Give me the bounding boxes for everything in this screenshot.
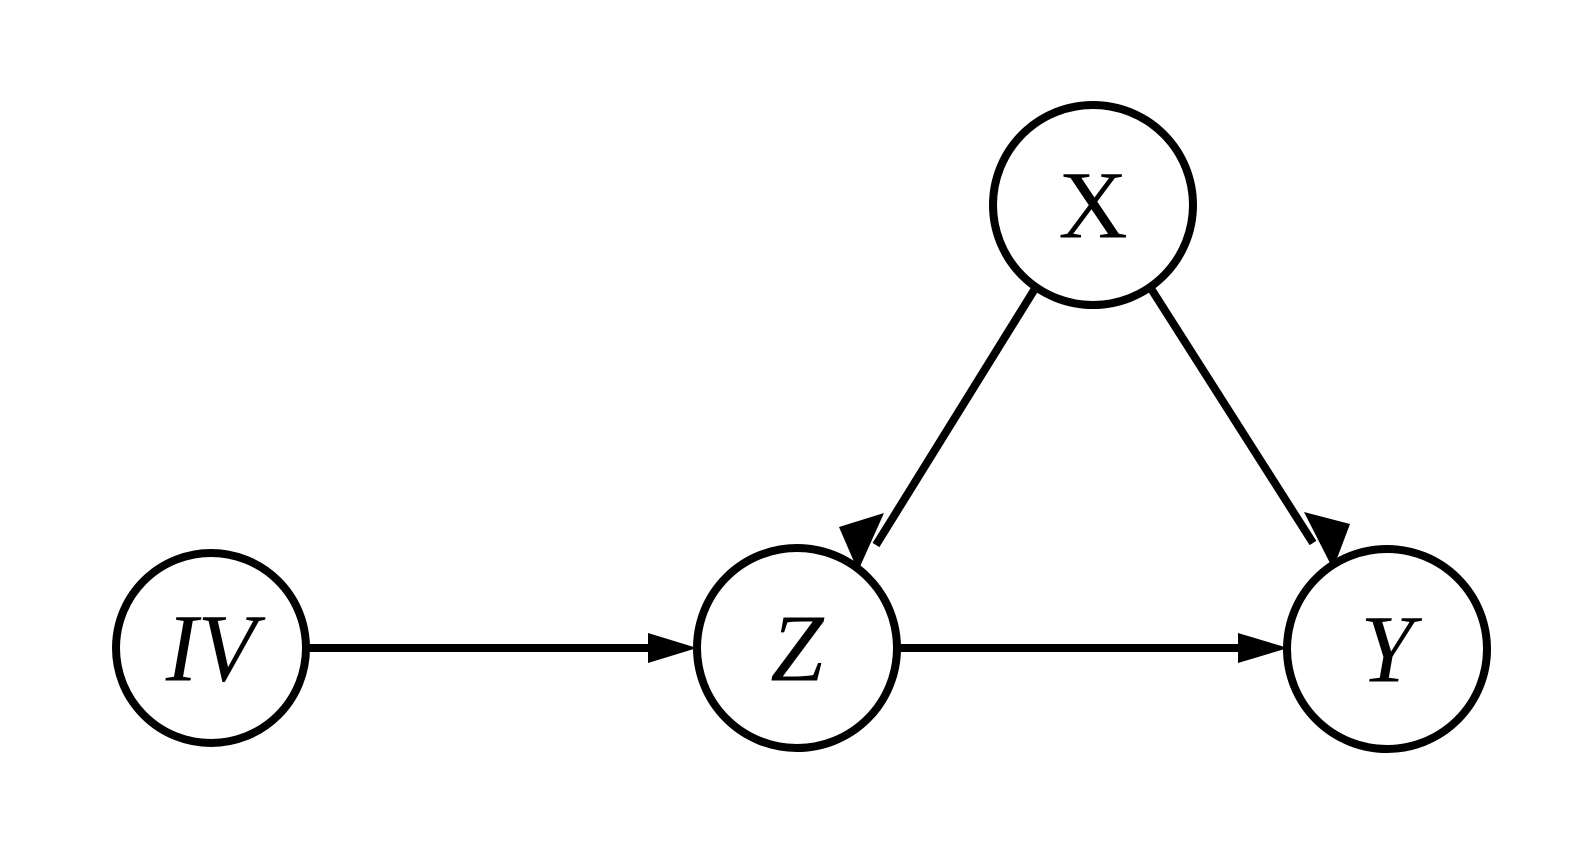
node-iv[interactable]: IV: [112, 549, 310, 747]
edge-x-to-y-arrowhead: [1304, 512, 1350, 569]
edge-x-to-y-line: [1146, 284, 1317, 546]
node-x[interactable]: X: [989, 101, 1197, 309]
node-x-circle: [989, 101, 1197, 309]
node-y-label: Y: [1360, 596, 1422, 703]
node-z-label: Z: [770, 595, 825, 702]
node-iv-label: IV: [165, 595, 266, 702]
node-iv-circle: [112, 549, 310, 747]
node-z-circle: [693, 544, 901, 752]
edge-x-to-z-line: [872, 284, 1040, 548]
edge-iv-to-z[interactable]: [307, 633, 697, 663]
node-y-circle: [1283, 545, 1491, 753]
edge-x-to-z-arrowhead: [839, 513, 884, 571]
node-z[interactable]: Z: [693, 544, 901, 752]
node-y[interactable]: Y: [1283, 545, 1491, 753]
edge-z-to-y-arrowhead: [1238, 633, 1288, 663]
edge-z-to-y[interactable]: [897, 633, 1288, 663]
edge-x-to-z[interactable]: [839, 284, 1040, 571]
edge-x-to-y[interactable]: [1146, 284, 1350, 569]
node-x-label: X: [1058, 152, 1127, 259]
edge-iv-to-z-arrowhead: [648, 633, 697, 663]
